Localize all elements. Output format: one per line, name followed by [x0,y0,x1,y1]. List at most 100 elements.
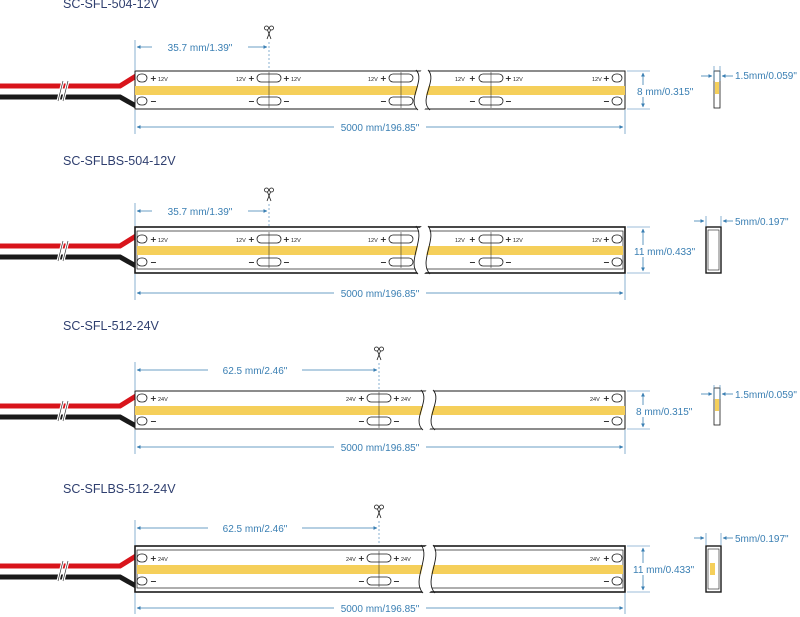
cross-section: 5mm/0.197" [694,216,789,274]
scissors-icon [264,187,274,202]
minus-sign: − [393,577,400,586]
minus-sign: − [248,97,255,106]
plus-sign: + [150,554,157,563]
plus-sign: + [603,74,610,83]
minus-sign: − [505,97,512,106]
plus-sign: + [283,74,290,83]
plus-sign: + [283,235,290,244]
strip-title: SC-SFLBS-512-24V [63,482,176,496]
minus-sign: − [283,258,290,267]
break-icon [56,240,70,262]
minus-sign: − [150,97,157,106]
cross-section: 5mm/0.197" [694,533,789,593]
voltage-label: 24V [590,397,600,403]
cut-spacing-dimension: 35.7 mm/1.39" [168,207,233,218]
strip-section-3: SC-SFL-512-24V + 24V [0,319,797,454]
plus-sign: + [603,554,610,563]
scissors-icon [264,25,274,40]
voltage-label: 12V [455,77,465,83]
plus-sign: + [505,74,512,83]
scissors-icon [374,346,384,361]
voltage-label: 12V [592,238,602,244]
plus-sign: + [469,235,476,244]
length-dimension: 5000 mm/196.85" [341,604,420,615]
width-dimension: 11 mm/0.433" [634,247,696,258]
led-band [137,246,623,255]
led-strip: + 12V − 12V + − + 12V − 12V + − 12V + − … [134,222,626,278]
voltage-label: 24V [158,397,168,403]
width-dimension: 11 mm/0.433" [633,565,695,576]
voltage-label: 12V [236,77,246,83]
break-icon [56,560,70,582]
plus-sign: + [603,235,610,244]
plus-sign: + [248,74,255,83]
cut-spacing-dimension: 62.5 mm/2.46" [223,366,288,377]
voltage-label: 12V [158,238,168,244]
voltage-label: 24V [401,397,411,403]
thickness-dimension: 5mm/0.197" [735,217,789,228]
voltage-label: 12V [291,77,301,83]
break-icon [56,400,70,422]
led-strip: + 24V − 24V + − + 24V − 24V + − [134,386,626,434]
strip-title: SC-SFLBS-504-12V [63,154,176,168]
power-wires [0,73,138,109]
minus-sign: − [358,577,365,586]
minus-sign: − [150,258,157,267]
voltage-label: 12V [368,77,378,83]
minus-sign: − [248,258,255,267]
plus-sign: + [150,74,157,83]
plus-sign: + [150,394,157,403]
led-band [137,565,623,574]
led-strip: + 12V − 12V + − + 12V − 12V + − 12V + − … [134,66,626,114]
minus-sign: − [380,97,387,106]
strip-section-2: SC-SFLBS-504-12V [0,154,789,300]
minus-sign: − [505,258,512,267]
voltage-label: 24V [158,557,168,563]
minus-sign: − [603,577,610,586]
power-wires [0,393,138,429]
plus-sign: + [380,74,387,83]
voltage-label: 12V [368,238,378,244]
length-dimension: 5000 mm/196.85" [341,123,420,134]
length-dimension: 5000 mm/196.85" [341,289,420,300]
thickness-dimension: 5mm/0.197" [735,534,789,545]
thickness-dimension: 1.5mm/0.059" [735,71,797,82]
voltage-label: 12V [158,77,168,83]
minus-sign: − [283,97,290,106]
voltage-label: 12V [513,77,523,83]
power-wires [0,233,138,269]
plus-sign: + [469,74,476,83]
voltage-label: 12V [236,238,246,244]
minus-sign: − [603,258,610,267]
voltage-label: 12V [455,238,465,244]
plus-sign: + [380,235,387,244]
plus-sign: + [393,554,400,563]
cut-spacing-dimension: 35.7 mm/1.39" [168,43,233,54]
voltage-label: 24V [346,557,356,563]
width-dimension: 8 mm/0.315" [636,407,693,418]
cross-section: 1.5mm/0.059" [701,385,797,426]
plus-sign: + [358,554,365,563]
thickness-dimension: 1.5mm/0.059" [735,390,797,401]
length-dimension: 5000 mm/196.85" [341,443,420,454]
minus-sign: − [380,258,387,267]
minus-sign: − [150,417,157,426]
minus-sign: − [150,577,157,586]
minus-sign: − [393,417,400,426]
voltage-label: 12V [592,77,602,83]
cut-spacing-dimension: 62.5 mm/2.46" [223,524,288,535]
plus-sign: + [505,235,512,244]
strip-title: SC-SFL-512-24V [63,319,160,333]
strip-section-4: SC-SFLBS-512-24V + [0,482,789,615]
voltage-label: 24V [346,397,356,403]
voltage-label: 24V [401,557,411,563]
minus-sign: − [603,417,610,426]
plus-sign: + [603,394,610,403]
plus-sign: + [150,235,157,244]
power-wires [0,553,138,589]
minus-sign: − [358,417,365,426]
plus-sign: + [393,394,400,403]
minus-sign: − [469,97,476,106]
plus-sign: + [248,235,255,244]
